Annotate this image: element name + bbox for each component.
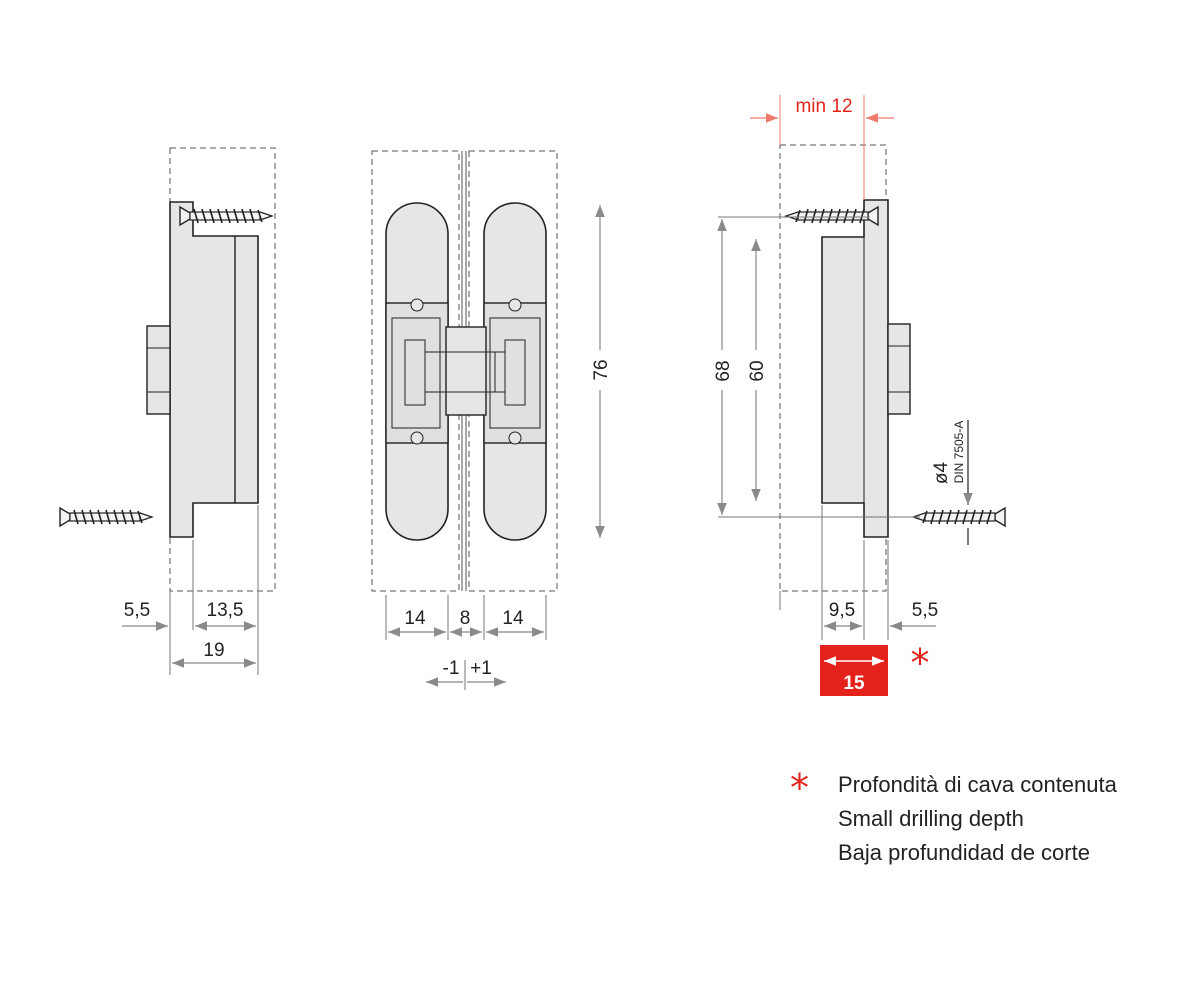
dim-adjust-minus: -1	[443, 658, 460, 679]
screw-standard-label: DIN 7505-A	[952, 421, 966, 484]
dim-front-leaf-right: 14	[502, 608, 524, 629]
dim-left-body: 13,5	[207, 600, 244, 621]
legend-lines: Profondità di cava contenuta Small drill…	[838, 768, 1198, 870]
asterisk-marker: *	[911, 641, 930, 685]
legend-line-english: Small drilling depth	[838, 806, 1024, 831]
dim-right-depth: 9,5	[829, 600, 855, 621]
dim-right-offset: 5,5	[912, 600, 938, 621]
dim-cut-depth: 15	[843, 673, 865, 694]
screw-diameter-label: ø4	[931, 461, 952, 484]
dim-front-leaf-left: 14	[404, 608, 426, 629]
dim-left-total: 19	[203, 640, 224, 661]
dim-right-68: 68	[713, 360, 734, 381]
dim-adjust-plus: +1	[470, 658, 492, 679]
cut-depth-box	[820, 645, 888, 696]
left-side-view: 5,5 13,5 19	[59, 147, 276, 675]
dim-min-thickness: min 12	[795, 96, 852, 117]
legend-asterisk: *	[790, 766, 809, 810]
dim-front-height: 76	[591, 359, 612, 380]
dim-front-gap: 8	[460, 608, 471, 629]
dim-left-offset: 5,5	[124, 600, 150, 621]
front-view: 76 14 8 14 -1 +1	[371, 150, 612, 690]
right-side-view: min 12 68 60 ø4 DIN 7505-A 9,5 5,5 15 *	[710, 95, 1006, 696]
dim-right-60: 60	[747, 360, 768, 381]
legend-line-spanish: Baja profundidad de corte	[838, 840, 1090, 865]
legend-line-italian: Profondità di cava contenuta	[838, 772, 1117, 797]
